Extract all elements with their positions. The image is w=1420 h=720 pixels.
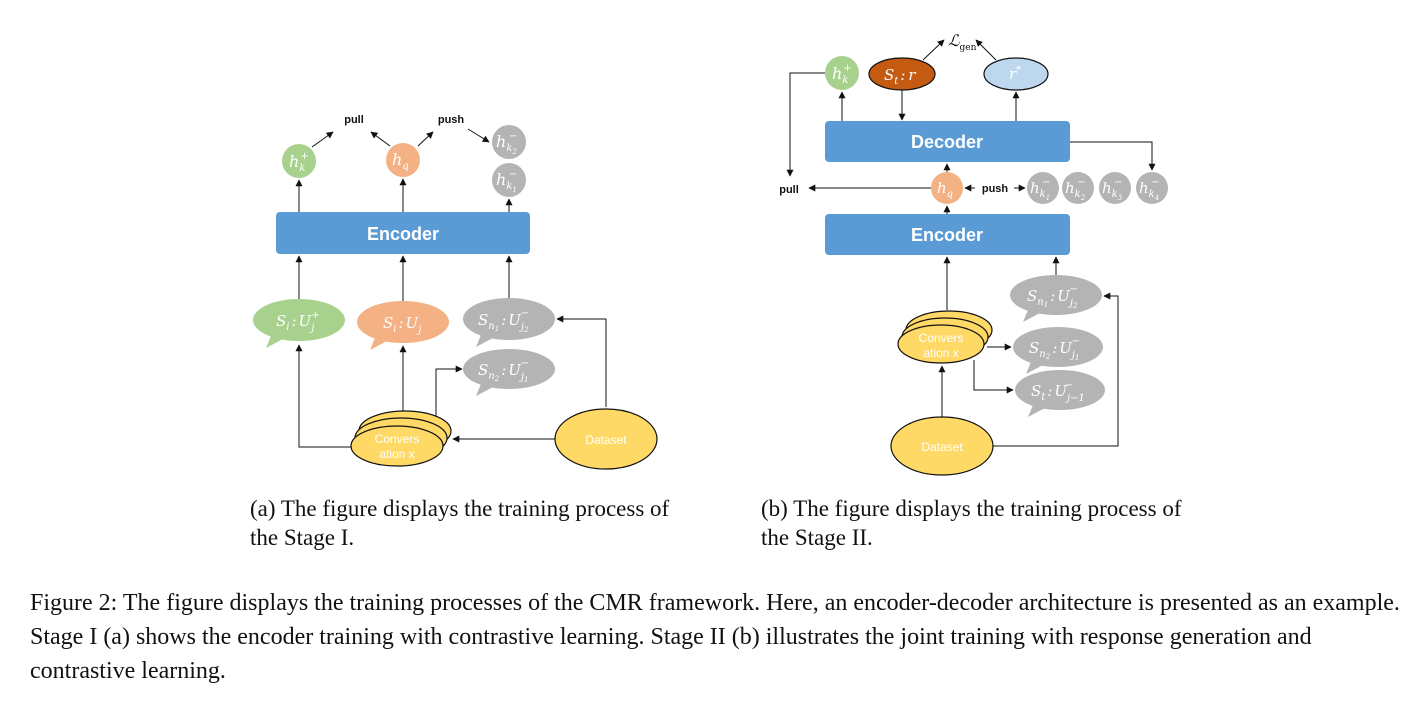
stage2-negative2-bubble: Sn1:Uj2− xyxy=(1010,275,1102,322)
stage2-caption: (b) The figure displays the training pro… xyxy=(761,496,1182,550)
stage2-negative1-bubble: Sn2:Uj1− xyxy=(1013,327,1103,374)
stage2-encoder-label: Encoder xyxy=(911,225,983,245)
svg-text:Sn1:Uj2−: Sn1:Uj2− xyxy=(1027,284,1078,310)
stage2-hk2-minus-label: hk2− xyxy=(1065,177,1086,202)
stage1-encoder-label: Encoder xyxy=(367,224,439,244)
svg-text:St:Uj−1−: St:Uj−1− xyxy=(1031,380,1085,404)
stage1-dataset-node xyxy=(554,408,658,470)
stage1-push-label: push xyxy=(438,114,465,126)
figure-caption: Figure 2: The figure displays the traini… xyxy=(30,590,1400,684)
stage2-hk1-minus-label: hk1− xyxy=(1030,177,1051,202)
svg-text:Sn2:Uj1−: Sn2:Uj1− xyxy=(1029,336,1080,362)
svg-text:Si:Uj+: Si:Uj+ xyxy=(276,310,320,334)
stage2-hq-node xyxy=(931,172,963,204)
stage2-encoder-box xyxy=(825,214,1070,255)
stage1-negative1-bubble: Sn2:Uj1− xyxy=(463,349,555,396)
stage2-pull-label: pull xyxy=(779,184,799,196)
stage1-positive-bubble: Si:Uj+ xyxy=(253,299,345,348)
stage2-dataset-label: Dataset xyxy=(921,440,963,454)
stage1-hk1-minus-label: hk1− xyxy=(496,169,517,194)
stage2-st-r-label: St:r xyxy=(884,66,916,87)
stage2-hk2-minus-node xyxy=(1062,172,1094,204)
stage1-diagram: Encoder hk+ hq hk2− hk1− pull push xyxy=(253,114,658,470)
stage2-decoder-box xyxy=(825,121,1070,162)
svg-text:Si:Uj: Si:Uj xyxy=(383,314,421,336)
stage1-hk2-minus-label: hk2− xyxy=(496,131,517,156)
svg-text:Sn1:Uj2−: Sn1:Uj2− xyxy=(478,308,529,334)
stage2-hq-label: hq xyxy=(937,179,953,200)
stage2-r-star-label: r* xyxy=(1009,65,1021,83)
stage2-loss-label: ℒgen xyxy=(948,31,977,53)
stage2-hk-plus-label: hk+ xyxy=(832,63,852,86)
stage2-hk-plus-node xyxy=(825,56,859,90)
stage2-diagram: Decoder Encoder hk+ St:r r* ℒgen xyxy=(779,31,1168,476)
stage1-hk-plus-label: hk+ xyxy=(289,151,309,174)
stage1-query-bubble: Si:Uj xyxy=(357,301,449,350)
stage2-hk4-minus-label: hk4− xyxy=(1139,177,1160,202)
stage2-dataset-node xyxy=(890,416,994,476)
stage1-hq-node xyxy=(386,143,420,177)
stage1-encoder-box xyxy=(276,212,530,254)
stage2-hk1-minus-node xyxy=(1027,172,1059,204)
stage2-r-star-node xyxy=(983,57,1049,91)
stage2-hk3-minus-node xyxy=(1099,172,1131,204)
stage1-hq-label: hq xyxy=(392,150,409,172)
stage1-hk-plus-node xyxy=(282,144,316,178)
stage1-hk2-minus-node xyxy=(492,125,526,159)
stage2-decoder-label: Decoder xyxy=(911,132,983,152)
stage1-negative2-bubble: Sn1:Uj2− xyxy=(463,298,555,347)
stage1-caption: (a) The figure displays the training pro… xyxy=(250,496,670,550)
svg-text:Sn2:Uj1−: Sn2:Uj1− xyxy=(478,358,529,384)
stage2-hk3-minus-label: hk3− xyxy=(1102,177,1123,202)
training-diagram: Encoder hk+ hq hk2− hk1− pull push xyxy=(253,31,1168,476)
stage2-hk4-minus-node xyxy=(1136,172,1168,204)
stage2-previous-bubble: St:Uj−1− xyxy=(1015,370,1105,417)
stage1-dataset-label: Dataset xyxy=(585,433,627,447)
stage2-push-label: push xyxy=(982,183,1009,195)
stage1-pull-label: pull xyxy=(344,114,364,126)
stage1-hk1-minus-node xyxy=(492,163,526,197)
stage2-negative-nodes: hk1− hk2− hk3− hk4− xyxy=(1027,172,1168,204)
